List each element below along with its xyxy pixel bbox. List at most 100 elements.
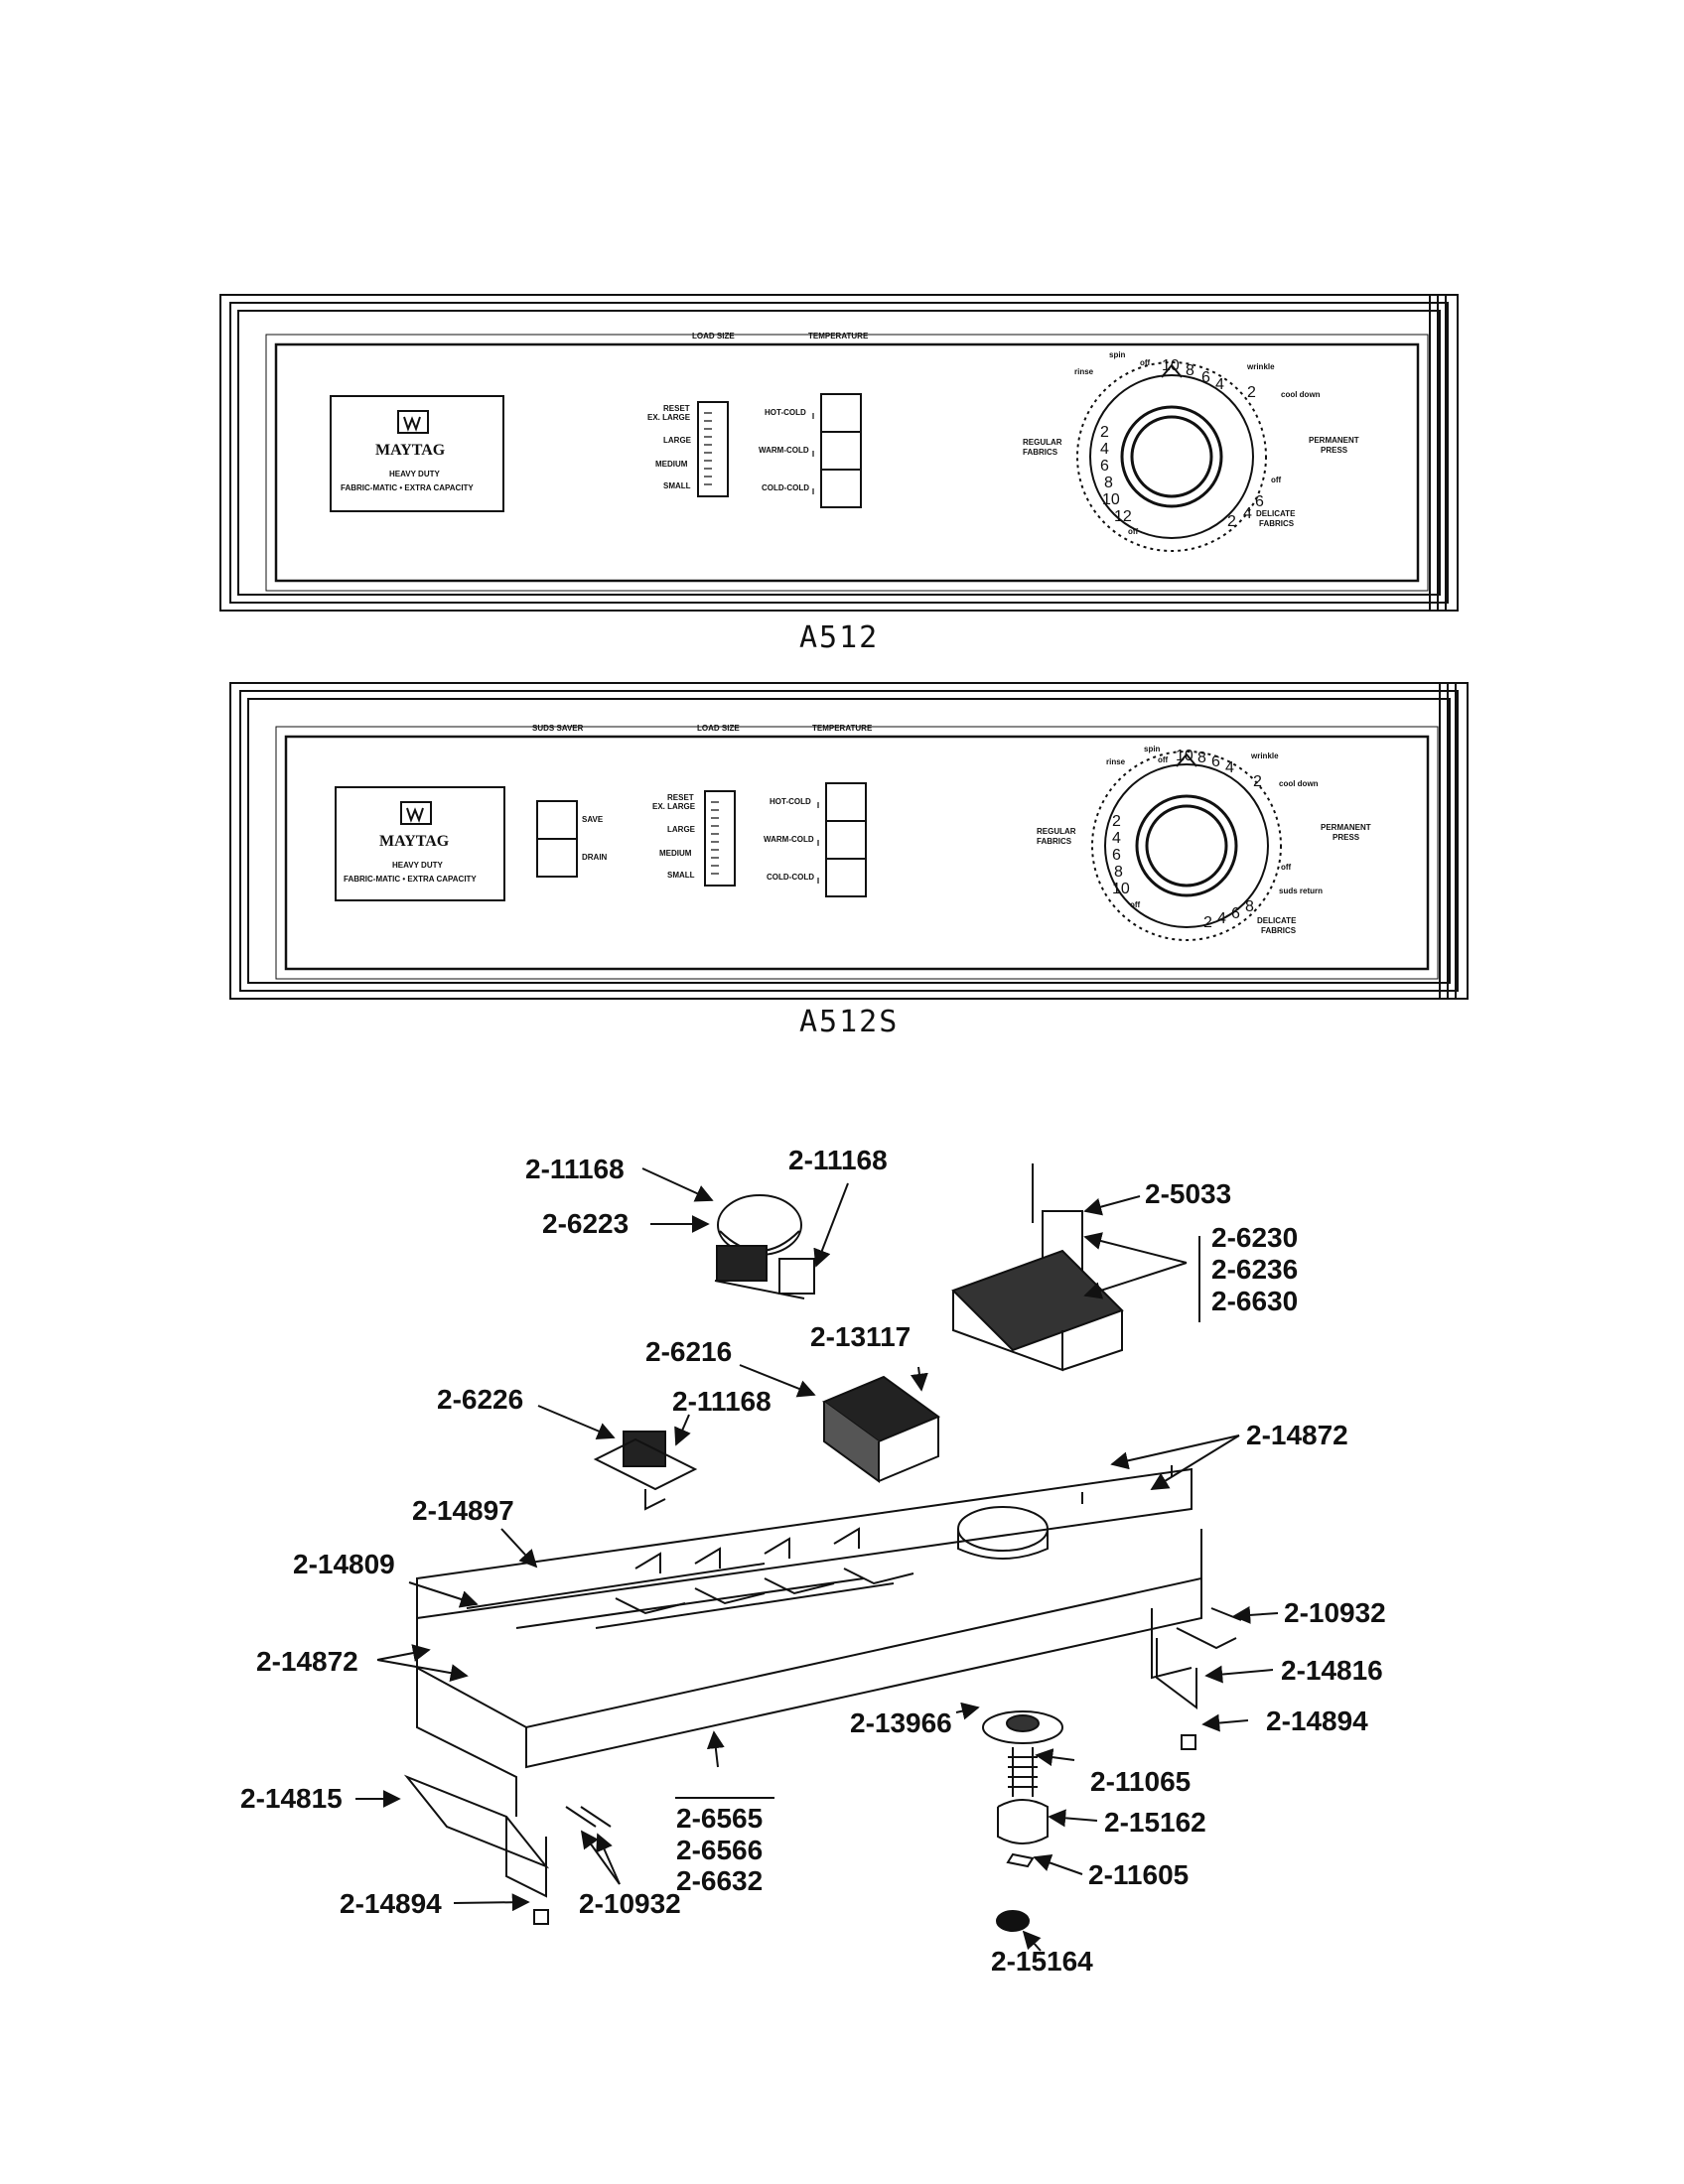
dial-regular-1: REGULAR (1023, 438, 1062, 447)
timer-assembly-part (951, 1163, 1124, 1372)
load-ex-large: EX. LARGE (647, 413, 691, 422)
part-label-p7: 2-6630 (1211, 1286, 1298, 1316)
right-bracket-part (1156, 1627, 1237, 1750)
brand-logo-text: MAYTAG (375, 442, 446, 459)
dial-cool-down: cool down (1281, 390, 1321, 399)
part-label-p1: 2-11168 (525, 1154, 625, 1184)
panel-caption-a512s: A512S (799, 1005, 900, 1039)
brand-line-2: FABRIC-MATIC • EXTRA CAPACITY (341, 483, 474, 492)
part-label-p25: 2-15162 (1104, 1807, 1206, 1838)
knob-assembly-part (982, 1710, 1063, 1932)
dial-bottom-2: 2 (1227, 513, 1236, 530)
dial-left-6: 6 (1100, 458, 1109, 475)
part-label-p21: 2-14815 (240, 1783, 343, 1814)
dial-wrinkle-b: wrinkle (1250, 751, 1279, 760)
screw-part-right (1210, 1607, 1242, 1621)
part-label-p20: 2-11065 (1090, 1766, 1191, 1797)
brand-line-1: HEAVY DUTY (389, 470, 440, 478)
dial-left-2: 2 (1100, 424, 1109, 441)
dial-perm-1: PERMANENT (1309, 436, 1359, 445)
selector-switch-part (821, 1375, 941, 1483)
brand-line-2-2: FABRIC-MATIC • EXTRA CAPACITY (344, 875, 477, 884)
dial-wrinkle: wrinkle (1246, 362, 1275, 371)
dial-off-left-b: off (1130, 900, 1141, 909)
part-label-p12: 2-14872 (1246, 1420, 1348, 1450)
dial-delicate-1b: DELICATE (1257, 916, 1297, 925)
dial-spin-b: spin (1144, 745, 1161, 753)
screws-part-left (565, 1806, 612, 1828)
dial-left-12: 12 (1114, 508, 1132, 525)
clip-part-left (533, 1909, 549, 1925)
dial-top-10b: 10 (1176, 748, 1193, 764)
part-label-p15: 2-10932 (1284, 1597, 1386, 1628)
load-reset: RESET (663, 404, 690, 413)
dial-perm-2b: PRESS (1333, 833, 1360, 842)
dial-left-10: 10 (1102, 491, 1120, 508)
part-label-p17: 2-14816 (1281, 1655, 1383, 1686)
suds-drain: DRAIN (582, 853, 608, 862)
dial-left-8: 8 (1104, 475, 1113, 491)
dial-cool-down-b: cool down (1279, 779, 1319, 788)
temp-cold-cold-2: COLD-COLD (767, 873, 814, 882)
temp-hot-cold: HOT-COLD (765, 408, 806, 417)
part-label-p29: 2-15164 (991, 1946, 1093, 1977)
dial-perm-1b: PERMANENT (1321, 823, 1371, 832)
dial-top-8b: 8 (1197, 750, 1206, 766)
panel-caption-a512: A512 (799, 620, 880, 655)
dial-left-8b: 8 (1114, 864, 1123, 881)
part-label-p6: 2-6236 (1211, 1254, 1298, 1285)
control-panel-chassis (416, 1467, 1202, 1817)
dial-rinse-b: rinse (1106, 757, 1126, 766)
dial-off-right: off (1271, 476, 1282, 484)
dial-bottom-6: 6 (1255, 493, 1264, 510)
temp-cold-cold: COLD-COLD (762, 483, 809, 492)
dial-top-8: 8 (1186, 362, 1194, 379)
part-label-p27: 2-14894 (340, 1888, 442, 1919)
clip-parts-top (1081, 1465, 1173, 1504)
load-large: LARGE (663, 436, 692, 445)
brand-line-1-2: HEAVY DUTY (392, 861, 443, 870)
dial-off-top-b: off (1158, 755, 1169, 764)
dial-off-right-b: off (1281, 863, 1292, 872)
part-label-p3: 2-6223 (542, 1208, 629, 1239)
dial-regular-2b: FABRICS (1037, 837, 1072, 846)
part-label-p5: 2-6230 (1211, 1222, 1298, 1253)
dial-top-4: 4 (1215, 376, 1224, 393)
dial-delicate-1: DELICATE (1256, 509, 1296, 518)
dial-bottom-8b: 8 (1245, 898, 1254, 915)
dial-delicate-2: FABRICS (1259, 519, 1295, 528)
dial-bottom-4: 4 (1243, 505, 1252, 522)
dial-regular-2: FABRICS (1023, 448, 1058, 457)
dial-left-10b: 10 (1112, 881, 1130, 897)
dial-suds-return-b: suds return (1279, 887, 1323, 895)
part-label-p8: 2-6216 (645, 1336, 732, 1367)
part-label-p24: 2-6632 (676, 1865, 763, 1896)
part-label-p2: 2-11168 (788, 1145, 888, 1175)
load-medium-2: MEDIUM (659, 849, 692, 858)
dial-perm-2: PRESS (1321, 446, 1348, 455)
dial-bottom-6b: 6 (1231, 905, 1240, 922)
load-ex-large-2: EX. LARGE (652, 802, 696, 811)
load-medium: MEDIUM (655, 460, 688, 469)
load-size-header-2: LOAD SIZE (697, 724, 740, 733)
dial-off-left: off (1128, 527, 1139, 536)
load-large-2: LARGE (667, 825, 696, 834)
dial-left-4: 4 (1100, 441, 1109, 458)
load-small-2: SMALL (667, 871, 695, 880)
suds-saver-header: SUDS SAVER (532, 724, 584, 733)
part-label-p18: 2-13966 (850, 1707, 952, 1738)
part-label-p11: 2-11168 (672, 1386, 772, 1417)
part-label-p26: 2-11605 (1088, 1859, 1189, 1890)
dial-rinse: rinse (1074, 367, 1094, 376)
dial-left-4b: 4 (1112, 830, 1121, 847)
timer-motor-part (714, 1194, 815, 1299)
suds-save: SAVE (582, 815, 604, 824)
part-label-p28: 2-10932 (579, 1888, 681, 1919)
dial-off-top: off (1140, 358, 1151, 367)
dial-top-6: 6 (1201, 369, 1210, 386)
part-label-p10: 2-6226 (437, 1384, 523, 1415)
